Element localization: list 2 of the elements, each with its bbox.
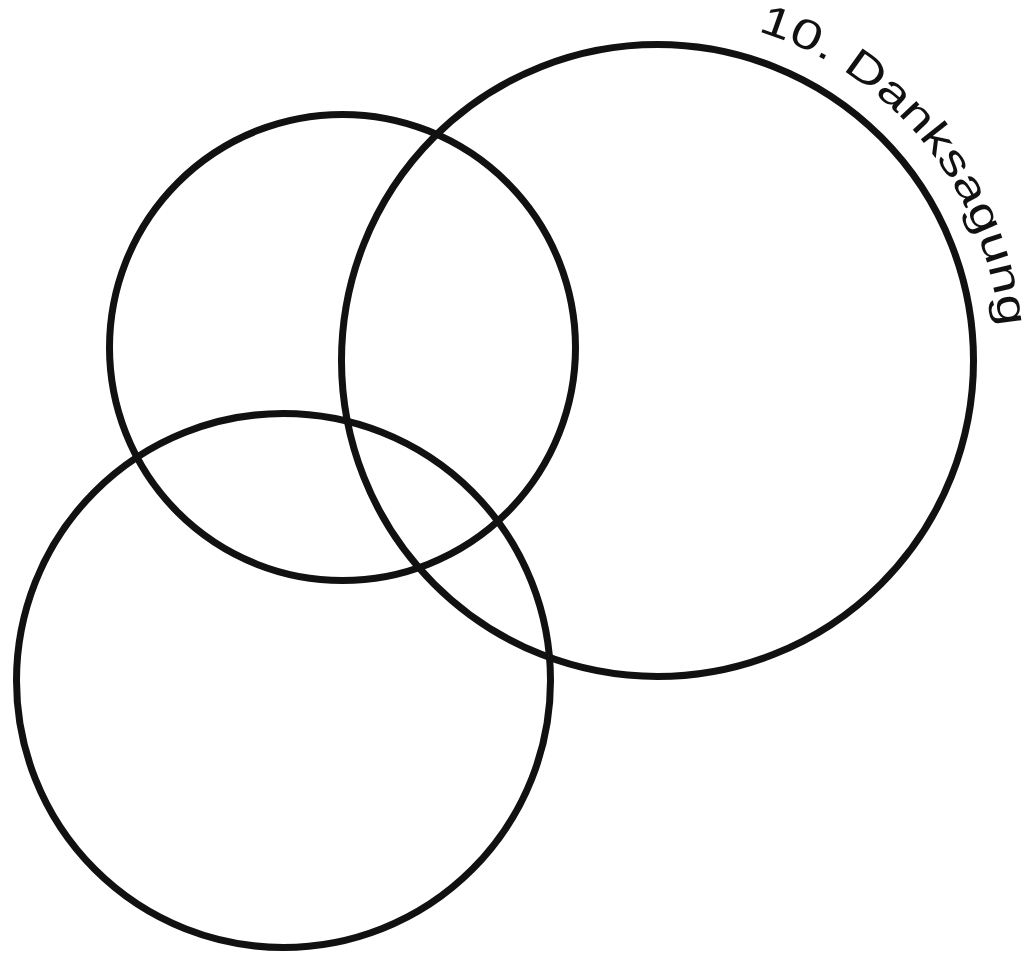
venn-circle [12,409,554,951]
venn-circle [105,110,579,584]
